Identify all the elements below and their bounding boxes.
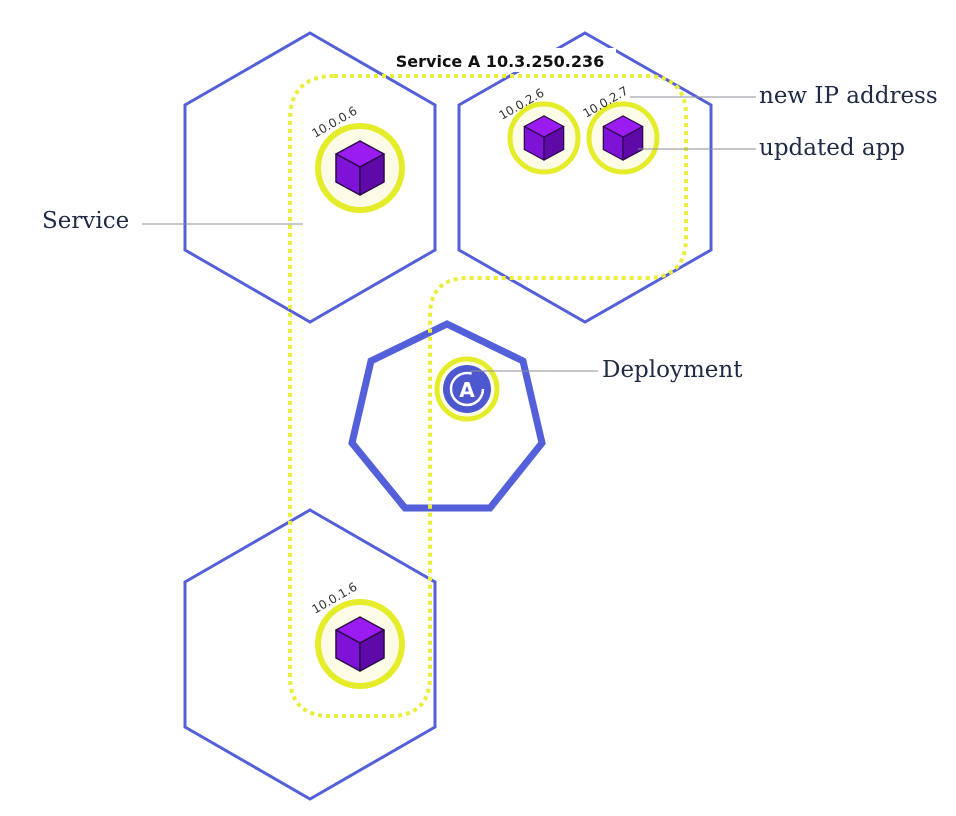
- node-hexagon-bottom: [183, 508, 437, 801]
- service-title-background: [388, 48, 616, 72]
- node-hexagon-top-right: [457, 31, 713, 324]
- service-outline: [288, 74, 688, 718]
- label-updated-app: updated app: [759, 135, 905, 161]
- label-deployment: Deployment: [602, 357, 743, 383]
- pod-10-0-0-6[interactable]: 10.0.0.6: [310, 104, 405, 213]
- deployment-icon[interactable]: A: [434, 356, 500, 422]
- deployment-glyph: A: [459, 378, 475, 402]
- service-title: Service A 10.3.250.236: [396, 52, 604, 71]
- node-hexagon-top-left: [183, 31, 437, 324]
- pod-10-0-1-6[interactable]: 10.0.1.6: [310, 580, 405, 689]
- pod-10-0-2-6[interactable]: 10.0.2.6: [497, 86, 581, 175]
- deployment-inner-ring: [449, 371, 485, 407]
- label-service: Service: [42, 208, 129, 234]
- label-new-ip-address: new IP address: [759, 83, 938, 109]
- deployment-heptagon: [348, 320, 546, 512]
